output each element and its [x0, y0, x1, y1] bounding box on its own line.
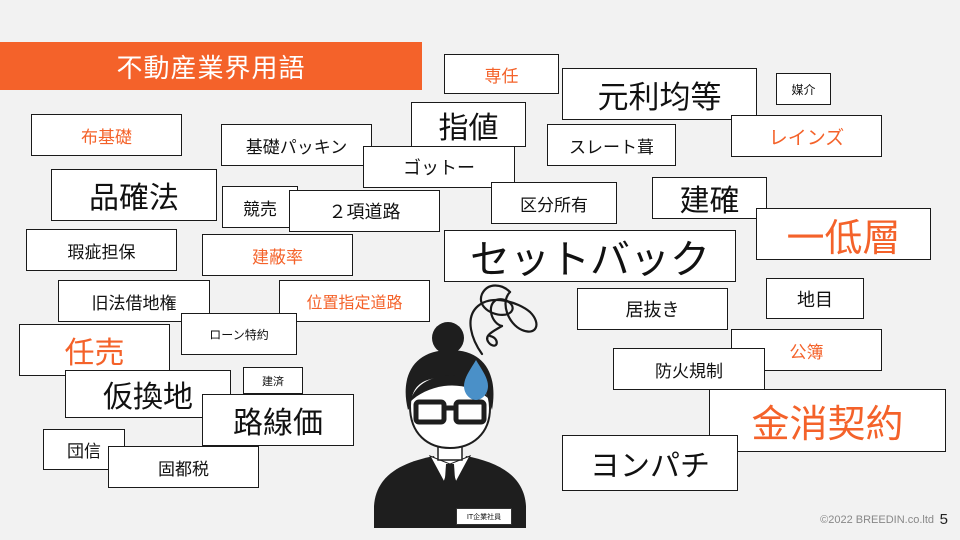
term-box: セットバック [444, 230, 736, 283]
term-box: 品確法 [51, 169, 217, 221]
term-box: 防火規制 [613, 348, 765, 390]
term-box: ヨンパチ [562, 435, 738, 491]
scribble-icon [469, 284, 538, 356]
term-box: 建蔽率 [202, 234, 353, 276]
term-box: 布基礎 [31, 114, 182, 156]
term-box: 固都税 [108, 446, 259, 488]
term-box: 瑕疵担保 [26, 229, 177, 271]
term-box: 建済 [243, 367, 303, 394]
sweat-drop-icon [464, 360, 488, 400]
term-box: ２項道路 [289, 190, 440, 232]
copyright-footer: ©2022 BREEDIN.co.ltd [820, 514, 934, 526]
term-box: 路線価 [202, 394, 354, 446]
term-box: 一低層 [756, 208, 931, 260]
term-box: 媒介 [776, 73, 831, 105]
term-box: 指値 [411, 102, 526, 147]
term-box: レインズ [731, 115, 882, 157]
term-box: 地目 [766, 278, 864, 319]
term-box: 区分所有 [491, 182, 617, 224]
term-box: 専任 [444, 54, 559, 94]
person-label: IT企業社員 [456, 508, 512, 525]
term-box: 元利均等 [562, 68, 757, 120]
term-box: 金消契約 [709, 389, 946, 452]
glasses-icon [413, 399, 487, 425]
page-number: 5 [939, 511, 948, 528]
term-box: 基礎パッキン [221, 124, 372, 166]
term-box: スレート葺 [547, 124, 676, 166]
term-box: ローン特約 [181, 313, 297, 355]
term-box: ゴットー [363, 146, 515, 188]
term-box: 競売 [222, 186, 298, 228]
term-box: 任売 [19, 324, 170, 376]
page-title: 不動産業界用語 [0, 42, 422, 90]
term-box: 居抜き [577, 288, 728, 330]
confused-person-illustration [374, 284, 538, 528]
term-box: 位置指定道路 [279, 280, 430, 322]
term-box: 建確 [652, 177, 767, 219]
